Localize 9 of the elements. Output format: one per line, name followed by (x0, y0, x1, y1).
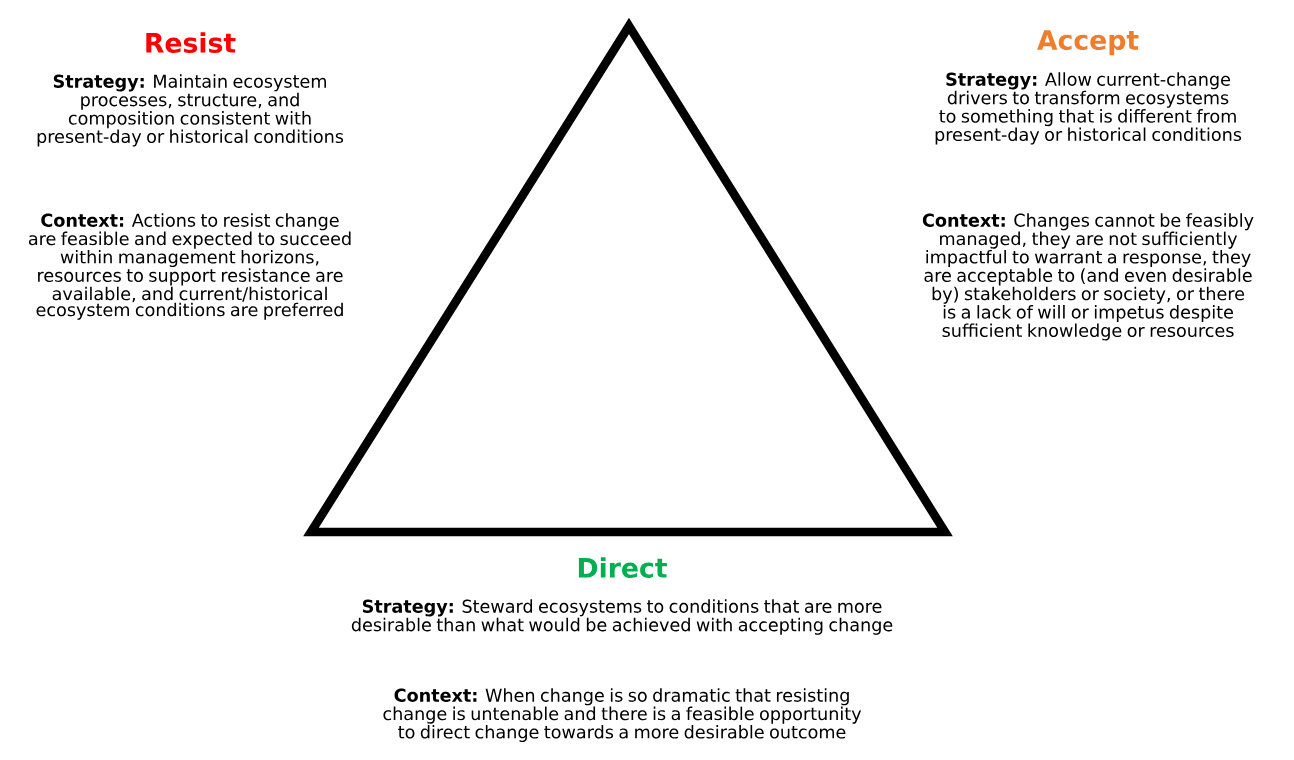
strategy-text: Strategy: Steward ecosystems to conditions that are more desirable than what would be achieved with accepting change (351, 599, 893, 635)
context-text: Context: Actions to resist change are feasible and expected to succeed within management horizons, resources to support resistance are available, and current/historical ecosystem conditions are preferred (28, 213, 351, 320)
heading: Direct (578, 557, 667, 578)
strategy-text: Strategy: Allow current-change drivers to transform ecosystems to something that is different from present-day or historical conditions (935, 72, 1242, 145)
context-text: Context: Changes cannot be feasibly managed, they are not sufficiently impactful to warrant a response, they are acceptable to (and even desirable by) stakeholders or society, or there is a lack of will or impetus despite sufficient knowledge or resources (922, 213, 1254, 341)
context-text: Context: When change is so dramatic that resisting change is untenable and there is a feasible opportunity to direct change towards a more desirable outcome (383, 688, 862, 743)
heading: Accept (1037, 30, 1139, 56)
heading: Resist (146, 32, 236, 53)
strategy-text: Strategy: Maintain ecosystem processes, structure, and composition consistent with present-day or historical conditions (37, 74, 344, 147)
